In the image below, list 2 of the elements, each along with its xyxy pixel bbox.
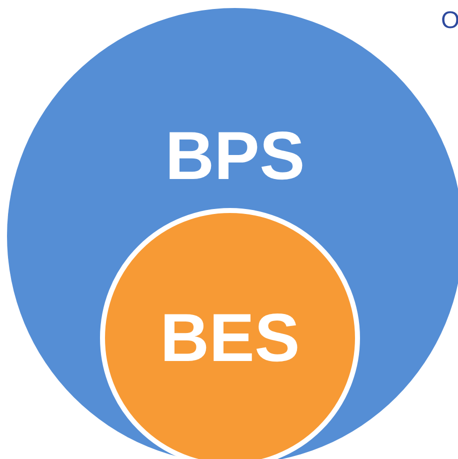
- set-label: BPS: [164, 120, 306, 192]
- set-label: BES: [159, 302, 301, 374]
